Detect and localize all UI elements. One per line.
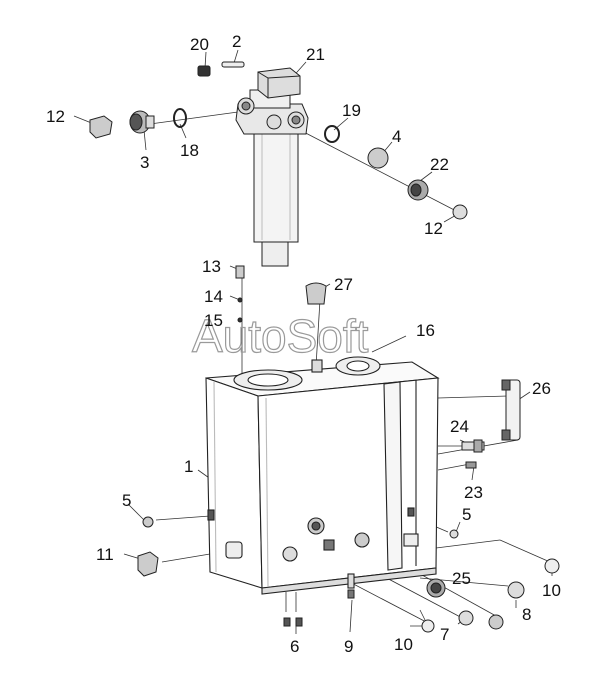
callout-5-left: 5 bbox=[122, 491, 131, 510]
filter-bowl bbox=[253, 129, 299, 243]
callout-14: 14 bbox=[204, 287, 223, 306]
callout-26: 26 bbox=[532, 379, 551, 398]
part-plug-lower-right bbox=[488, 614, 504, 630]
callout-5-right: 5 bbox=[462, 505, 471, 524]
part-27-breather bbox=[305, 282, 327, 305]
callout-20: 20 bbox=[190, 35, 209, 54]
part-11-plug bbox=[137, 551, 159, 577]
part-10-right bbox=[544, 558, 560, 574]
filter-bowl-neck bbox=[261, 241, 289, 267]
part-25-fitting bbox=[426, 578, 446, 598]
callout-27: 27 bbox=[334, 275, 353, 294]
callout-2: 2 bbox=[232, 32, 241, 51]
callout-25: 25 bbox=[452, 569, 471, 588]
callout-4: 4 bbox=[392, 127, 401, 146]
part-9-drain bbox=[347, 589, 355, 599]
part-24-fitting bbox=[461, 439, 485, 453]
callout-12-right: 12 bbox=[424, 219, 443, 238]
callout-24: 24 bbox=[450, 417, 469, 436]
callout-18: 18 bbox=[180, 141, 199, 160]
part-26-level-gauge bbox=[501, 379, 521, 441]
part-12-plug-right bbox=[452, 204, 468, 220]
part-12-plug-left bbox=[89, 115, 113, 139]
watermark-text: AutoSoft bbox=[192, 310, 369, 362]
part-6-left bbox=[283, 617, 291, 627]
callout-6: 6 bbox=[290, 637, 299, 656]
callout-labels: 20 2 21 12 3 18 19 4 22 12 13 27 14 15 1… bbox=[46, 32, 561, 656]
callout-1: 1 bbox=[184, 457, 193, 476]
part-23-screw bbox=[465, 461, 477, 469]
port-front-low bbox=[282, 546, 298, 562]
part-2-pin bbox=[221, 61, 245, 68]
part-19-o-ring bbox=[324, 125, 340, 143]
callout-15: 15 bbox=[204, 311, 223, 330]
callout-13: 13 bbox=[202, 257, 221, 276]
callout-10-bottom: 10 bbox=[394, 635, 413, 654]
port-front-mid bbox=[354, 532, 370, 548]
callout-22: 22 bbox=[430, 155, 449, 174]
callout-21: 21 bbox=[306, 45, 325, 64]
hydraulic-tank bbox=[205, 356, 440, 595]
part-7-plug bbox=[458, 610, 474, 626]
callout-8: 8 bbox=[522, 605, 531, 624]
callout-9: 9 bbox=[344, 637, 353, 656]
callout-7: 7 bbox=[440, 625, 449, 644]
clogging-indicator bbox=[257, 67, 301, 99]
tank-side-parts bbox=[137, 379, 560, 633]
callout-16: 16 bbox=[416, 321, 435, 340]
part-10-bottom bbox=[421, 619, 435, 633]
port-left-side bbox=[225, 541, 243, 559]
filter-small-parts bbox=[89, 61, 468, 220]
callout-10-right: 10 bbox=[542, 581, 561, 600]
part-20-screw bbox=[197, 65, 211, 77]
callout-12-left: 12 bbox=[46, 107, 65, 126]
part-6-right bbox=[295, 617, 303, 627]
part-13-bolt bbox=[235, 265, 245, 279]
callout-19: 19 bbox=[342, 101, 361, 120]
part-14-washer bbox=[237, 297, 243, 303]
callout-3: 3 bbox=[140, 153, 149, 172]
return-filter-assembly bbox=[235, 67, 309, 267]
part-15-washer bbox=[237, 317, 243, 323]
callout-11: 11 bbox=[96, 545, 114, 564]
part-4-cap bbox=[367, 147, 389, 169]
part-5-left bbox=[142, 516, 154, 528]
middle-small-parts bbox=[235, 265, 327, 323]
part-5-right bbox=[449, 529, 459, 539]
part-8-plug bbox=[507, 581, 525, 599]
port-front-small bbox=[323, 539, 335, 551]
callout-23: 23 bbox=[464, 483, 483, 502]
part-18-o-ring bbox=[173, 108, 187, 128]
